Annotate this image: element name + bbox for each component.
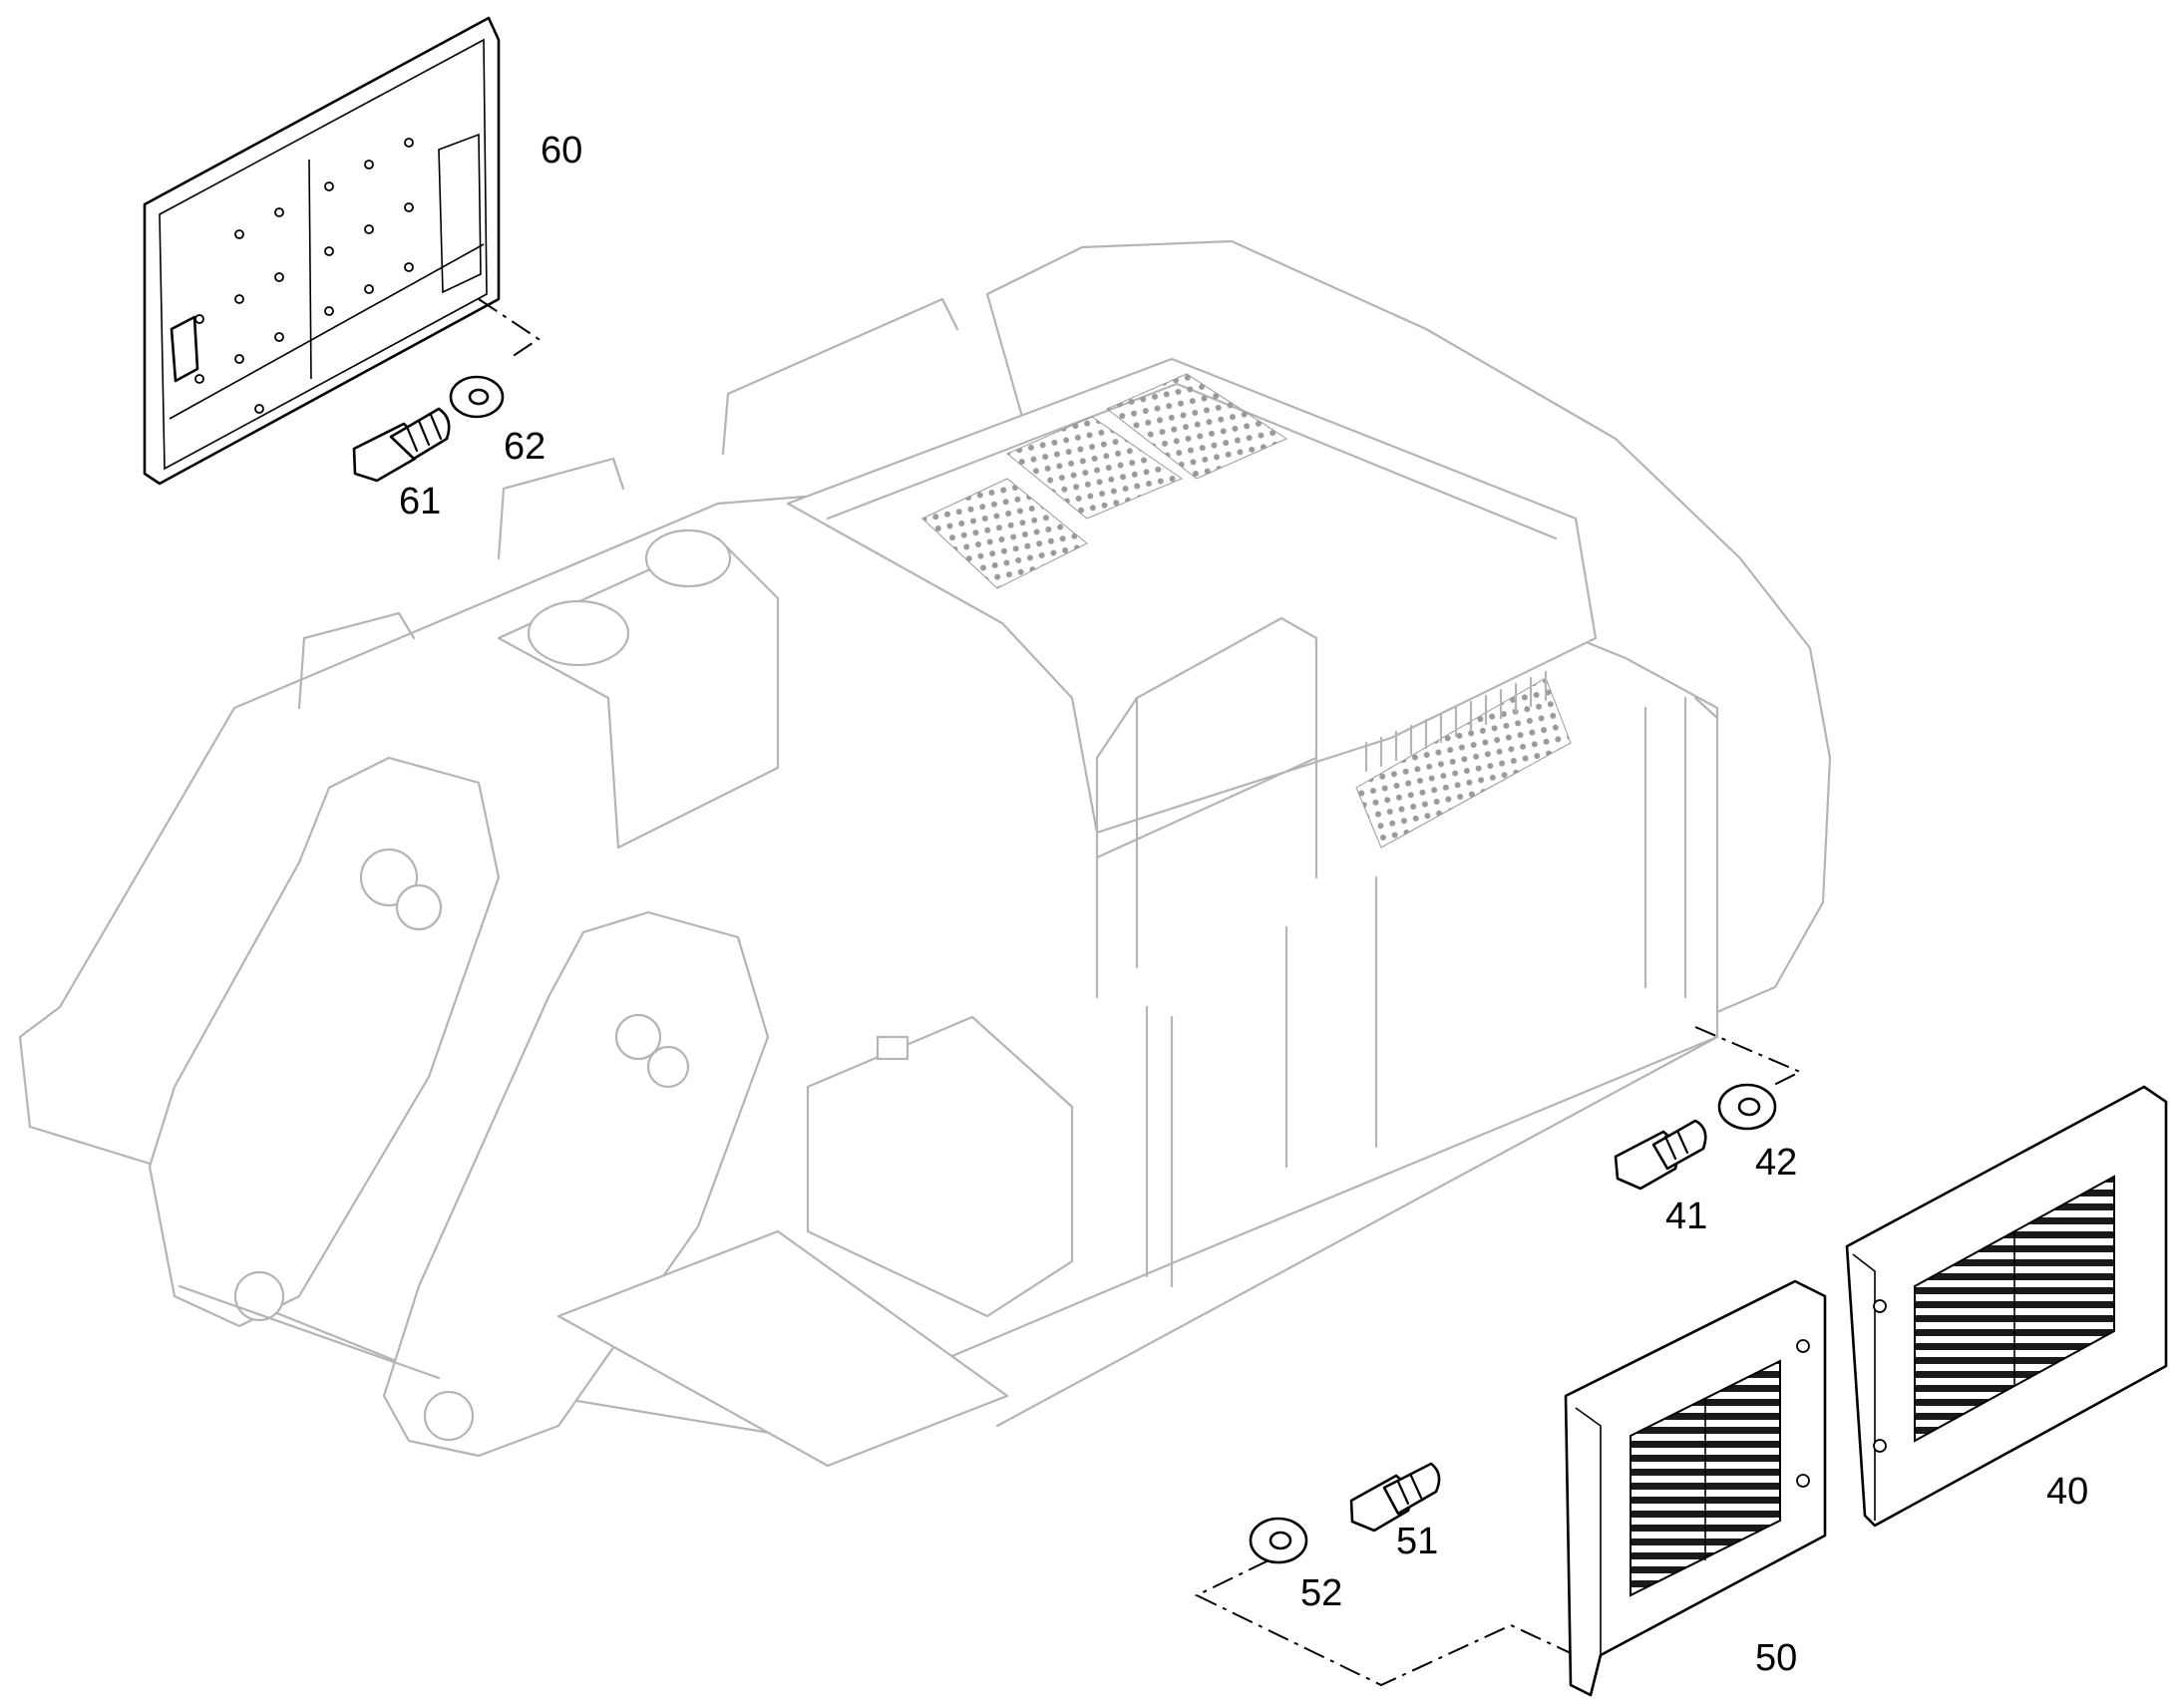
part-40-side-door [1845,1085,2168,1528]
part-62-washer [449,375,505,419]
callout-52: 52 [1300,1572,1342,1614]
callout-60: 60 [541,130,582,171]
hood-grille [1006,416,1184,519]
callout-40: 40 [2046,1471,2088,1513]
tank-cap [644,528,732,588]
part-61-bolt [352,407,451,483]
boom-pin-hole [614,1013,662,1061]
part-52-washer [1249,1517,1308,1564]
callout-50: 50 [1755,1637,1797,1679]
hood-grille [921,478,1088,589]
leader-41-42 [1694,1026,1803,1088]
callout-41: 41 [1665,1196,1707,1237]
side-grille [1355,677,1572,849]
part-51-bolt [1349,1462,1441,1533]
engine-hood [786,357,1598,835]
callout-42: 42 [1755,1142,1797,1184]
front-handrail [297,297,959,710]
boom-pin-hole [233,1270,285,1322]
access-cover [876,1035,909,1061]
callout-62: 62 [504,426,545,468]
cab-floor [556,1229,1009,1468]
part-41-bolt [1614,1119,1707,1191]
upper-frame-assembly [18,239,1832,1468]
leader-51-52 [1194,1559,1587,1687]
hood-grille [1106,373,1288,480]
hood-slots [1364,670,1548,773]
hand-rail [1095,616,1318,999]
tank-cap [527,599,630,667]
battery-box [806,1015,1074,1318]
boom-pin-hole [423,1390,475,1442]
callout-51: 51 [1396,1521,1438,1562]
deck-edge [178,1035,1719,1428]
boom-pin-hole [395,883,443,931]
part-60-access-panel [143,16,541,486]
frame-member [1145,696,1719,1288]
part-50-side-door [1564,1279,1827,1697]
boom-pin-hole [646,1045,690,1089]
callout-61: 61 [399,481,441,522]
part-42-washer [1717,1083,1777,1131]
